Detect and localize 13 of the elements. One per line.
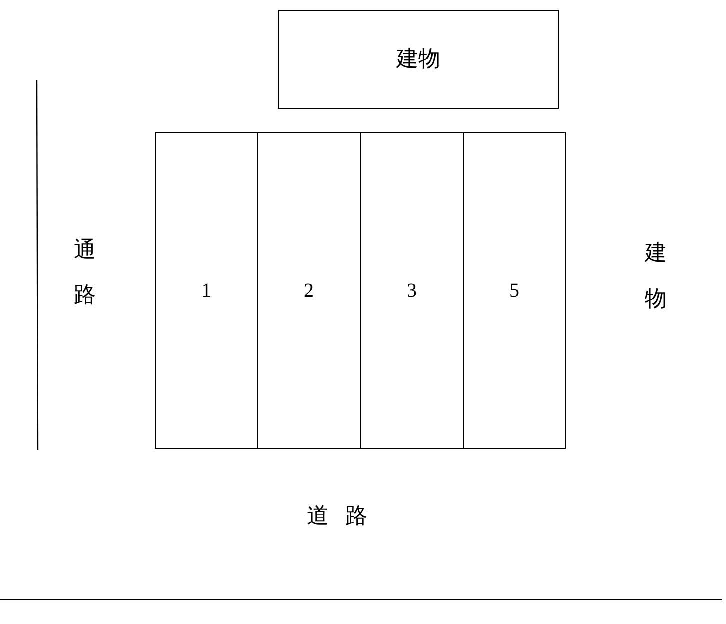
road-label: 道路 [307,503,384,531]
space-number: 1 [202,278,212,304]
building-box [278,10,559,109]
parking-space [155,132,258,449]
building-label: 建物 [396,46,440,74]
space-number: 3 [407,278,417,304]
space-number: 5 [510,278,520,304]
parking-space [257,132,361,449]
parking-space [463,132,566,449]
parking-space [360,132,464,449]
passage-label: 通路 [74,237,96,310]
building-label: 建物 [645,240,667,314]
space-number: 2 [304,278,314,304]
